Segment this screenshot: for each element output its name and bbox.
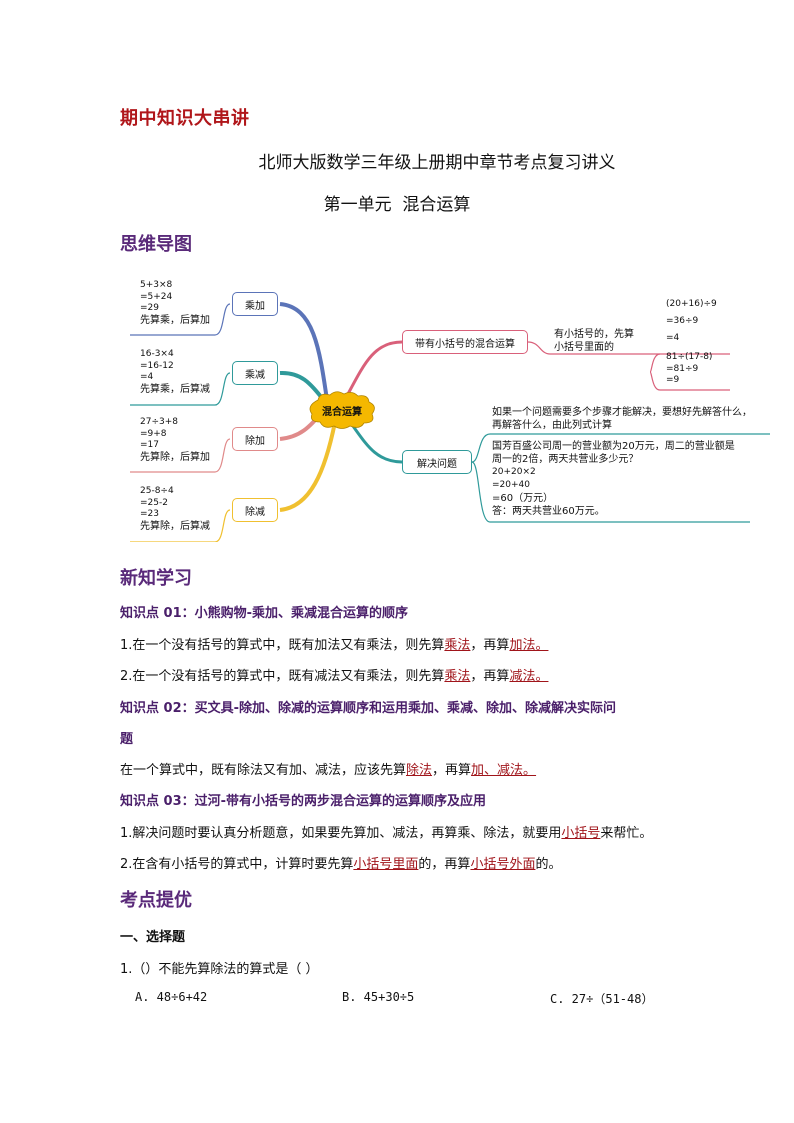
kp1-line1: 1.在一个没有括号的算式中，既有加法又有乘法，则先算乘法，再算加法。	[120, 638, 549, 653]
parentheses-example-2: 81÷(17-8) =81÷9 =9	[666, 352, 713, 385]
node-parentheses: 带有小括号的混合运算	[402, 330, 528, 354]
problem-solving-desc: 如果一个问题需要多个步骤才能解决，要想好先解答什么， 再解答什么，由此列式计算	[492, 407, 752, 431]
doc-title: 期中知识大串讲	[120, 108, 250, 129]
new-learning-heading: 新知学习	[120, 568, 192, 589]
kp3-line2: 2.在含有小括号的算式中，计算时要先算小括号里面的，再算小括号外面的。	[120, 857, 562, 872]
mindmap-example-chengjian: 16-3×4 =16-12 =4 先算乘，后算减	[140, 349, 210, 395]
question-1-option-c[interactable]: C. 27÷（51-48）	[550, 992, 654, 1006]
node-chujian: 除减	[232, 498, 278, 522]
mindmap-example-chujian: 25-8÷4 =25-2 =23 先算除，后算减	[140, 486, 210, 532]
kp2-title-cont: 题	[120, 732, 134, 747]
question-1-stem: 1.（）不能先算除法的算式是（ ）	[120, 962, 319, 977]
unit-title: 第一单元 混合运算	[323, 195, 471, 215]
cloud-icon	[309, 391, 375, 429]
node-chengjia: 乘加	[232, 292, 278, 316]
kp2-line1: 在一个算式中，既有除法又有加、减法，应该先算除法，再算加、减法。	[120, 763, 537, 778]
mindmap-example-chengjia: 5+3×8 =5+24 =29 先算乘，后算加	[140, 280, 210, 326]
problem-solving-example: 国芳百盛公司周一的营业额为20万元，周二的营业额是 周一的2倍，两天共营业多少元…	[492, 441, 735, 517]
question-1-option-a[interactable]: A. 48÷6+42	[135, 990, 208, 1004]
parentheses-desc: 有小括号的，先算 小括号里面的	[554, 329, 634, 353]
node-chengjian: 乘减	[232, 361, 278, 385]
main-title: 北师大版数学三年级上册期中章节考点复习讲义	[258, 153, 616, 173]
parentheses-example-1: (20+16)÷9 =36÷9 =4	[666, 299, 717, 343]
kp3-line1: 1.解决问题时要认真分析题意，如果要先算加、减法，再算乘、除法，就要用小括号来帮…	[120, 826, 653, 841]
kp1-line2: 2.在一个没有括号的算式中，既有减法又有乘法，则先算乘法，再算减法。	[120, 669, 549, 684]
kp2-title: 知识点 02：买文具-除加、除减的运算顺序和运用乘加、乘减、除加、除减解决实际问	[120, 701, 617, 716]
node-problem-solving: 解决问题	[402, 450, 472, 474]
question-1-option-b[interactable]: B. 45+30÷5	[342, 990, 415, 1004]
kp1-title: 知识点 01：小熊购物-乘加、乘减混合运算的顺序	[120, 606, 409, 621]
exam-section-title: 一、选择题	[120, 930, 186, 945]
mindmap-example-chujia: 27÷3+8 =9+8 =17 先算除，后算加	[140, 417, 210, 463]
mind-map: 5+3×8 =5+24 =29 先算乘，后算加 16-3×4 =16-12 =4…	[130, 272, 770, 542]
mindmap-heading: 思维导图	[120, 234, 192, 255]
kp3-title: 知识点 03：过河-带有小括号的两步混合运算的运算顺序及应用	[120, 794, 487, 809]
node-chujia: 除加	[232, 427, 278, 451]
center-node: 混合运算	[306, 390, 378, 430]
exam-heading: 考点提优	[120, 890, 192, 911]
